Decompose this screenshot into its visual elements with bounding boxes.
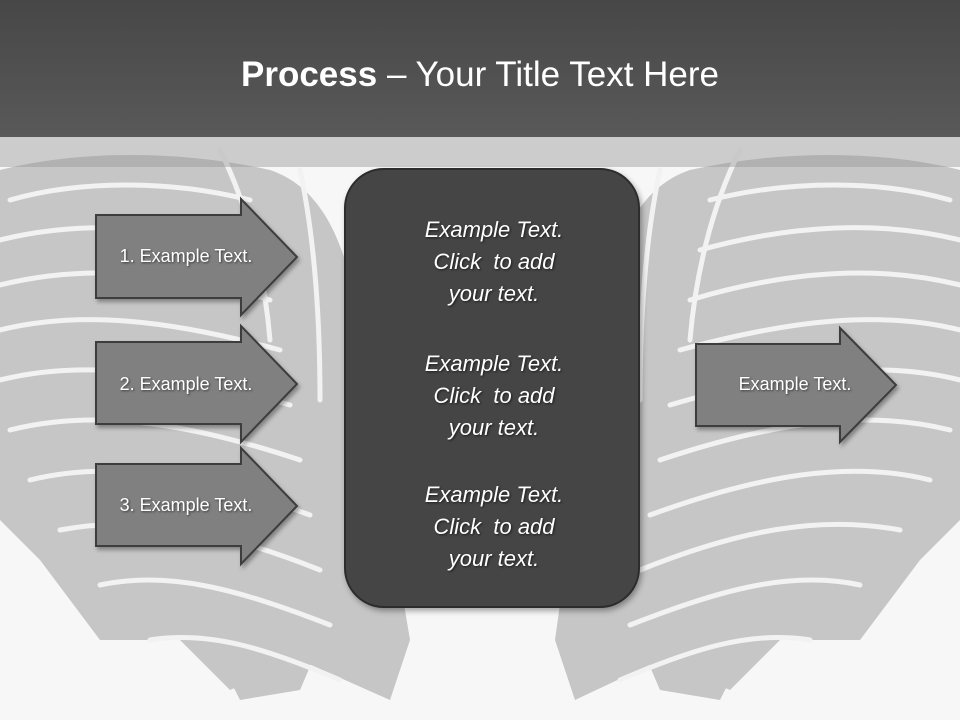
title-rest-part: – Your Title Text Here xyxy=(377,55,719,94)
block-2-line-2: Click to add xyxy=(433,383,555,408)
step-3-label: 3. Example Text. xyxy=(119,495,253,515)
center-text-block-3[interactable]: Example Text. Click to add your text. xyxy=(346,479,642,575)
center-text-block-1[interactable]: Example Text. Click to add your text. xyxy=(346,214,642,310)
title-divider-strip xyxy=(0,137,960,167)
title-bar xyxy=(0,0,960,137)
block-3-line-1: Example Text. xyxy=(424,482,564,507)
title-bold-part: Process xyxy=(241,55,378,94)
block-3-line-3: your text. xyxy=(448,546,540,571)
block-1-line-3: your text. xyxy=(448,281,540,306)
step-2-label: 2. Example Text. xyxy=(119,374,253,394)
block-1-line-1: Example Text. xyxy=(424,217,564,242)
block-3-line-2: Click to add xyxy=(433,514,555,539)
step-2-arrow[interactable] xyxy=(95,323,299,445)
output-label: Example Text. xyxy=(738,374,852,394)
center-process-box[interactable]: Example Text. Click to add your text. Ex… xyxy=(344,168,640,608)
step-3-arrow[interactable] xyxy=(95,445,299,567)
output-arrow[interactable] xyxy=(695,325,898,445)
step-1-label: 1. Example Text. xyxy=(119,246,253,266)
block-1-line-2: Click to add xyxy=(433,249,555,274)
block-2-line-1: Example Text. xyxy=(424,351,564,376)
step-1-arrow[interactable] xyxy=(95,196,299,318)
block-2-line-3: your text. xyxy=(448,415,540,440)
slide-title[interactable]: Process – Your Title Text Here xyxy=(0,52,960,98)
center-text-block-2[interactable]: Example Text. Click to add your text. xyxy=(346,348,642,444)
